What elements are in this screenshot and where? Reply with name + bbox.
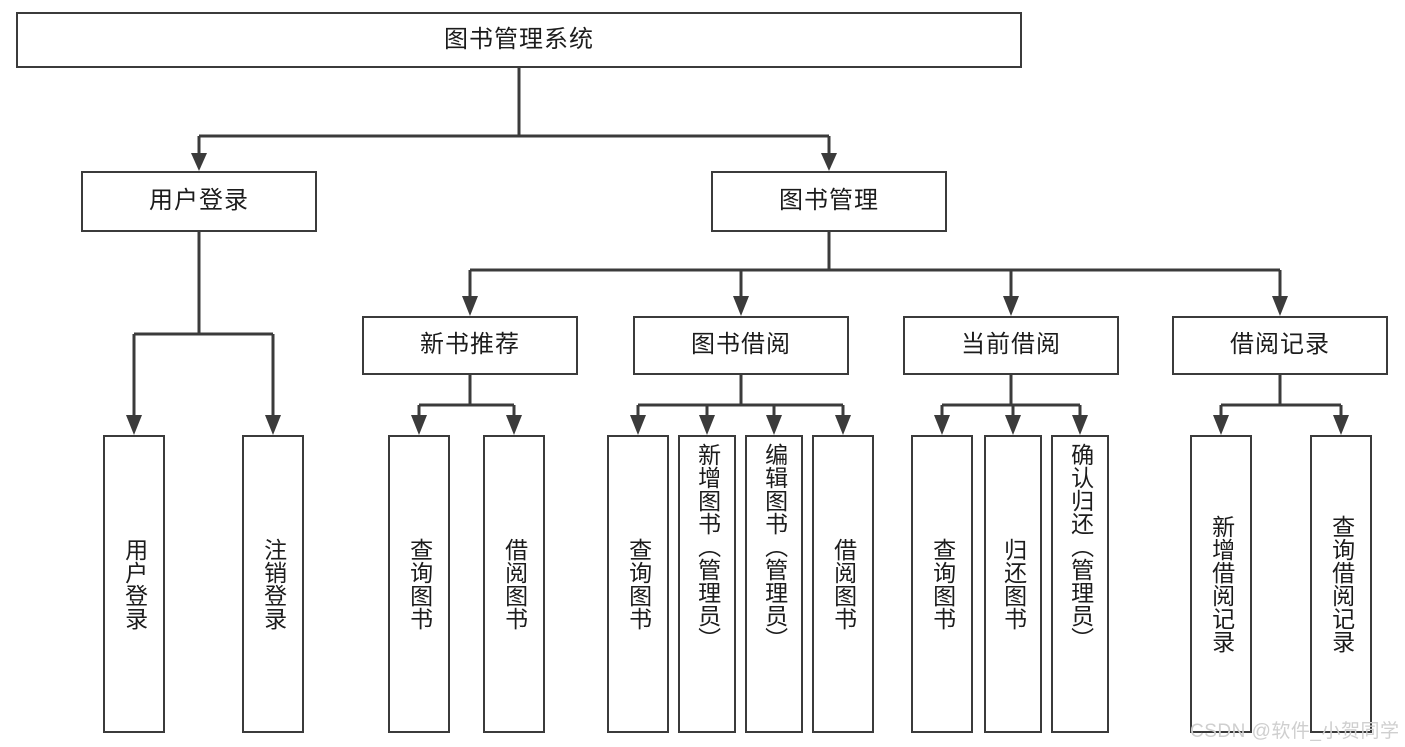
arrow-borrow-leaf4 bbox=[835, 415, 851, 435]
node-label: 借阅图书 bbox=[501, 538, 528, 630]
arrow-root-to-book-mgmt bbox=[821, 153, 837, 171]
node-label: 注销登录 bbox=[260, 538, 287, 630]
node-label: 确认归还（管理员） bbox=[1067, 443, 1094, 650]
arrow-record-leaf2 bbox=[1333, 415, 1349, 435]
node-label: 查询借阅记录 bbox=[1328, 515, 1355, 653]
leaf-borrow-book-borrow[interactable]: 借阅图书 bbox=[812, 435, 874, 733]
leaf-query-borrow-record[interactable]: 查询借阅记录 bbox=[1310, 435, 1372, 733]
node-label: 新增借阅记录 bbox=[1208, 515, 1235, 653]
leaf-add-book-admin[interactable]: 新增图书（管理员） bbox=[678, 435, 736, 733]
arrow-bookmgmt-to-newbook bbox=[462, 296, 478, 316]
arrow-current-leaf2 bbox=[1005, 415, 1021, 435]
leaf-borrow-book-newbook[interactable]: 借阅图书 bbox=[483, 435, 545, 733]
node-label: 新书推荐 bbox=[420, 331, 520, 359]
node-label: 图书借阅 bbox=[691, 331, 791, 359]
node-user-login[interactable]: 用户登录 bbox=[81, 171, 317, 232]
leaf-confirm-return-admin[interactable]: 确认归还（管理员） bbox=[1051, 435, 1109, 733]
leaf-query-book-borrow[interactable]: 查询图书 bbox=[607, 435, 669, 733]
arrow-borrow-leaf3 bbox=[766, 415, 782, 435]
node-current-borrow[interactable]: 当前借阅 bbox=[903, 316, 1119, 375]
node-book-management[interactable]: 图书管理 bbox=[711, 171, 947, 232]
node-label: 查询图书 bbox=[929, 538, 956, 630]
node-label: 查询图书 bbox=[406, 538, 433, 630]
node-label: 用户登录 bbox=[149, 187, 249, 215]
node-root-system[interactable]: 图书管理系统 bbox=[16, 12, 1022, 68]
leaf-add-borrow-record[interactable]: 新增借阅记录 bbox=[1190, 435, 1252, 733]
node-label: 查询图书 bbox=[625, 538, 652, 630]
watermark-text: CSDN @软件_小贺同学 bbox=[1190, 721, 1400, 742]
arrow-userlogin-leaf2 bbox=[265, 415, 281, 435]
leaf-logout-login[interactable]: 注销登录 bbox=[242, 435, 304, 733]
arrow-borrow-leaf2 bbox=[699, 415, 715, 435]
arrow-record-leaf1 bbox=[1213, 415, 1229, 435]
node-new-book-recommend[interactable]: 新书推荐 bbox=[362, 316, 578, 375]
node-book-borrow[interactable]: 图书借阅 bbox=[633, 316, 849, 375]
arrow-bookmgmt-to-current bbox=[1003, 296, 1019, 316]
arrow-newbook-leaf1 bbox=[411, 415, 427, 435]
arrow-borrow-leaf1 bbox=[630, 415, 646, 435]
arrow-current-leaf1 bbox=[934, 415, 950, 435]
arrow-root-to-user-login bbox=[191, 153, 207, 171]
leaf-user-login[interactable]: 用户登录 bbox=[103, 435, 165, 733]
arrow-current-leaf3 bbox=[1072, 415, 1088, 435]
arrow-bookmgmt-to-borrow bbox=[733, 296, 749, 316]
node-label: 新增图书（管理员） bbox=[694, 443, 721, 650]
leaf-query-book-newbook[interactable]: 查询图书 bbox=[388, 435, 450, 733]
node-label: 用户登录 bbox=[121, 538, 148, 630]
arrow-bookmgmt-to-record bbox=[1272, 296, 1288, 316]
node-label: 借阅记录 bbox=[1230, 331, 1330, 359]
node-borrow-record[interactable]: 借阅记录 bbox=[1172, 316, 1388, 375]
leaf-query-book-current[interactable]: 查询图书 bbox=[911, 435, 973, 733]
node-label: 图书管理系统 bbox=[444, 25, 594, 53]
arrow-userlogin-leaf1 bbox=[126, 415, 142, 435]
leaf-return-book[interactable]: 归还图书 bbox=[984, 435, 1042, 733]
node-label: 编辑图书（管理员） bbox=[761, 443, 788, 650]
node-label: 借阅图书 bbox=[830, 538, 857, 630]
node-label: 当前借阅 bbox=[961, 331, 1061, 359]
node-label: 图书管理 bbox=[779, 187, 879, 215]
leaf-edit-book-admin[interactable]: 编辑图书（管理员） bbox=[745, 435, 803, 733]
node-label: 归还图书 bbox=[1000, 538, 1027, 630]
arrow-newbook-leaf2 bbox=[506, 415, 522, 435]
